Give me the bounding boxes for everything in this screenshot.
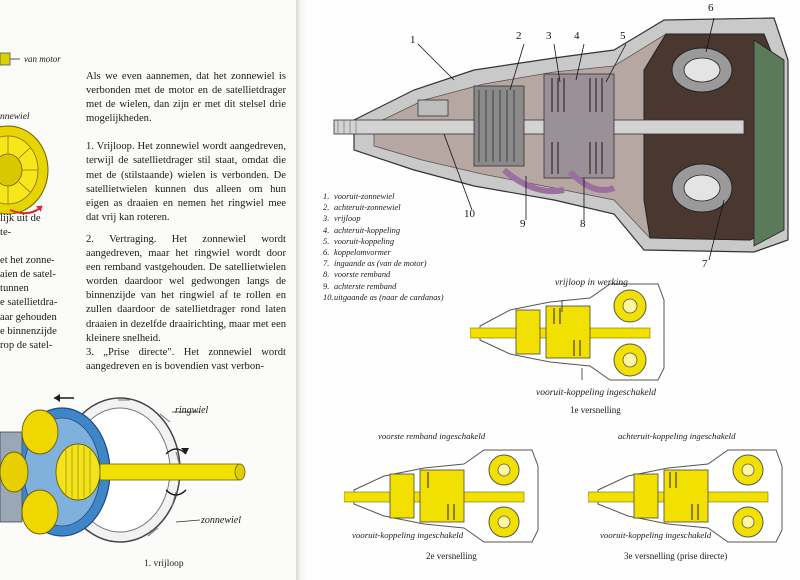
- gear3-bottom-label: vooruit-koppeling ingeschakeld: [600, 530, 712, 540]
- paragraph-vertraging: 2. Vertraging. Het zonnewiel wordt aange…: [86, 233, 286, 344]
- cut-line: et het zonne-: [0, 255, 55, 267]
- paragraph-vrijloop: 1. Vrijloop. Het zonnewiel wordt aangedr…: [86, 141, 286, 223]
- right-page: 1 2 3 4 5 6 7 8 9 10 1.vooruit-zonnewiel…: [308, 0, 800, 580]
- callout-9: 9: [520, 218, 526, 230]
- body-text: Als we even aannemen, dat het zonnewiel …: [86, 70, 286, 382]
- transmission-cutaway-illustration: [333, 17, 789, 260]
- cut-off-text: lijk uit de te- et het zonne- aien de sa…: [0, 212, 62, 353]
- legend-item: 4.achteruit-koppeling: [323, 225, 401, 235]
- legend-item: 8.voorste remband: [323, 270, 391, 280]
- legend-item: 7.ingaande as (van de motor): [323, 259, 427, 269]
- cut-line: e binnenzijde: [0, 325, 57, 337]
- cut-line: aar gehouden: [0, 311, 57, 323]
- legend-item: 5.vooruit-koppeling: [323, 236, 395, 246]
- cut-line: e satellietdra-: [0, 297, 58, 309]
- zonnewiel-label: zonnewiel: [201, 515, 241, 526]
- cut-line: [0, 240, 62, 254]
- callout-5: 5: [620, 30, 626, 42]
- gear1-diagram: [470, 283, 665, 381]
- gear2-bottom-label: vooruit-koppeling ingeschakeld: [352, 530, 464, 540]
- callout-1: 1: [410, 34, 416, 46]
- paragraph-intro: Als we even aannemen, dat het zonnewiel …: [86, 71, 286, 125]
- gear2-caption: 2e versnelling: [426, 551, 477, 561]
- gear2-top-label: voorste remband ingeschakeld: [378, 431, 486, 441]
- callout-6: 6: [708, 2, 714, 14]
- callout-10: 10: [464, 208, 475, 220]
- gear3-diagram: [588, 449, 783, 543]
- gear3-caption: 3e versnelling (prise directe): [624, 551, 728, 561]
- cut-line: lijk uit de: [0, 213, 41, 224]
- motor-label: van motor: [24, 54, 61, 64]
- figure-caption: 1. vrijloop: [144, 559, 184, 569]
- left-page: van motor nnewiel lijk uit de te- et het…: [0, 0, 296, 580]
- callout-3: 3: [546, 30, 552, 42]
- legend-item: 9.achterste remband: [323, 281, 397, 291]
- component-legend: 1.vooruit-zonnewiel 2.achteruit-zonnewie…: [323, 191, 443, 303]
- callout-8: 8: [580, 218, 586, 230]
- ringwiel-label: ringwiel: [175, 405, 209, 416]
- callout-4: 4: [574, 30, 580, 42]
- legend-item: 10.uitgaande as (naar de cardanas): [323, 292, 444, 302]
- callout-2: 2: [516, 30, 522, 42]
- cut-line: rop de satel-: [0, 339, 53, 351]
- legend-item: 6.koppelomvormer: [323, 248, 391, 258]
- cut-line: tunnen: [0, 283, 29, 295]
- gear3-top-label: achteruit-koppeling ingeschakeld: [618, 431, 736, 441]
- legend-item: 3.vrijloop: [323, 214, 361, 224]
- book-gutter: [296, 0, 308, 580]
- gear1-caption: 1e versnelling: [570, 405, 621, 415]
- sunwheel-top-label: nnewiel: [0, 112, 30, 122]
- legend-item: 1.vooruit-zonnewiel: [323, 192, 395, 201]
- planetary-gear-illustration: [0, 394, 246, 543]
- gear1-top-label: vrijloop in werking: [555, 278, 628, 288]
- sunwheel-disc-illustration: [0, 125, 49, 215]
- callout-7: 7: [702, 258, 708, 270]
- gear1-bottom-label: vooruit-koppeling ingeschakeld: [536, 388, 657, 398]
- motor-shaft-icon: [0, 52, 20, 66]
- cut-line: aien de satel-: [0, 269, 56, 281]
- cut-line: te-: [0, 227, 12, 239]
- legend-item: 2.achteruit-zonnewiel: [323, 203, 401, 213]
- gear2-diagram: [344, 449, 539, 543]
- paragraph-prise-directe: 3. „Prise directe". Het zonnewiel wordt …: [86, 346, 286, 372]
